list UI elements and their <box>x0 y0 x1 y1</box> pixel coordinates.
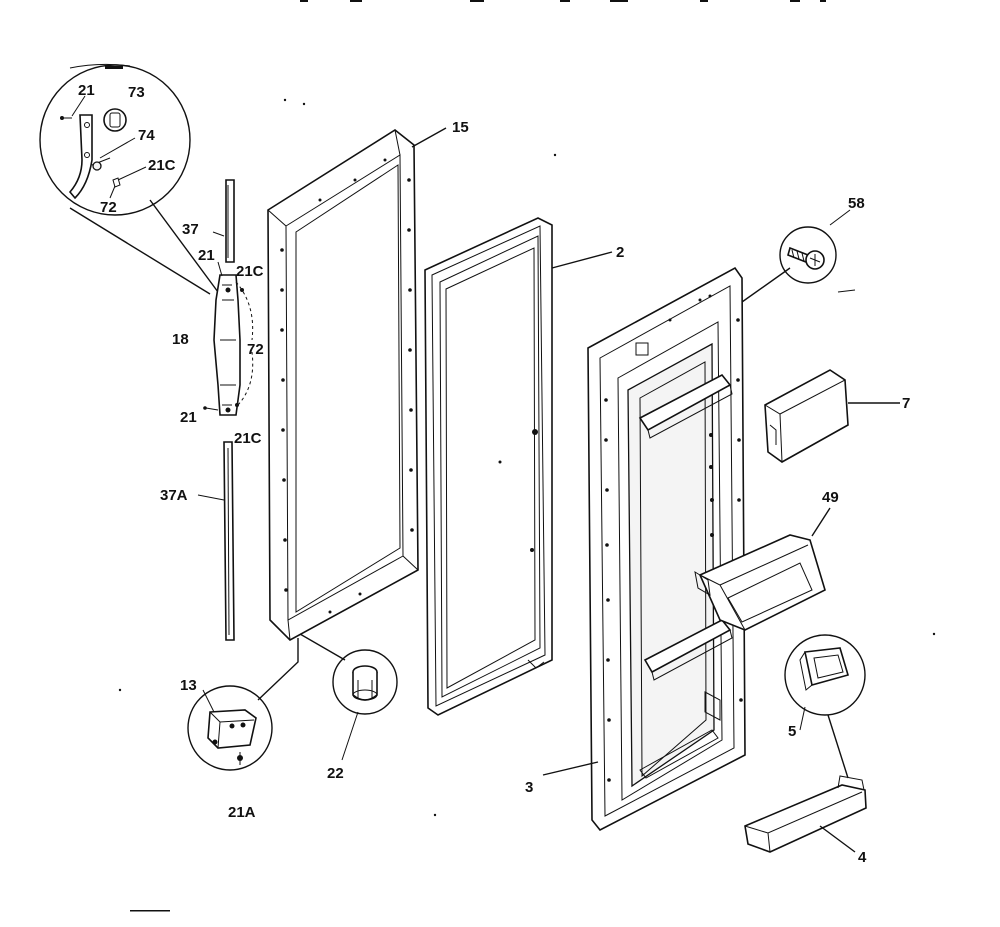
label-5: 5 <box>788 723 796 740</box>
label-49: 49 <box>822 489 839 506</box>
label-37a: 37A <box>160 487 188 504</box>
label-21c-bottom: 21C <box>234 430 262 447</box>
part-labels: 21 73 74 21C 72 37 21 21C 18 72 21 21C 3… <box>78 82 910 866</box>
label-21-detail: 21 <box>78 82 95 99</box>
label-3: 3 <box>525 779 533 796</box>
label-15: 15 <box>452 119 469 136</box>
outer-door-panel-15 <box>267 127 447 641</box>
hinge-arm-18 <box>203 261 254 416</box>
scan-artifacts <box>118 0 936 912</box>
door-seal-strip-37a <box>197 441 235 641</box>
label-21a: 21A <box>228 804 256 821</box>
label-73: 73 <box>128 84 145 101</box>
label-21c-detail: 21C <box>148 157 176 174</box>
label-18: 18 <box>172 331 189 348</box>
label-2: 2 <box>616 244 624 261</box>
label-21-bottom: 21 <box>180 409 197 426</box>
label-37: 37 <box>182 221 199 238</box>
door-rail-4 <box>744 775 867 853</box>
label-21c-top: 21C <box>236 263 264 280</box>
inner-door-liner-3 <box>542 266 791 832</box>
door-bin-49 <box>694 507 831 631</box>
door-stop-22-callout <box>299 633 398 761</box>
door-gasket-2 <box>424 217 613 716</box>
dairy-door-7 <box>764 369 900 463</box>
bin-insert-5-callout <box>784 634 866 779</box>
label-58: 58 <box>848 195 865 212</box>
label-21-top: 21 <box>198 247 215 264</box>
label-72-detail: 72 <box>100 199 117 216</box>
hinge-detail-callout <box>39 63 219 295</box>
label-72: 72 <box>247 341 264 358</box>
label-74: 74 <box>138 127 155 144</box>
label-7: 7 <box>902 395 910 412</box>
label-4: 4 <box>858 849 867 866</box>
hinge-13-callout <box>187 638 299 771</box>
label-13: 13 <box>180 677 197 694</box>
door-seal-strip-37 <box>212 179 235 263</box>
screw-58-callout <box>779 209 856 293</box>
label-22: 22 <box>327 765 344 782</box>
